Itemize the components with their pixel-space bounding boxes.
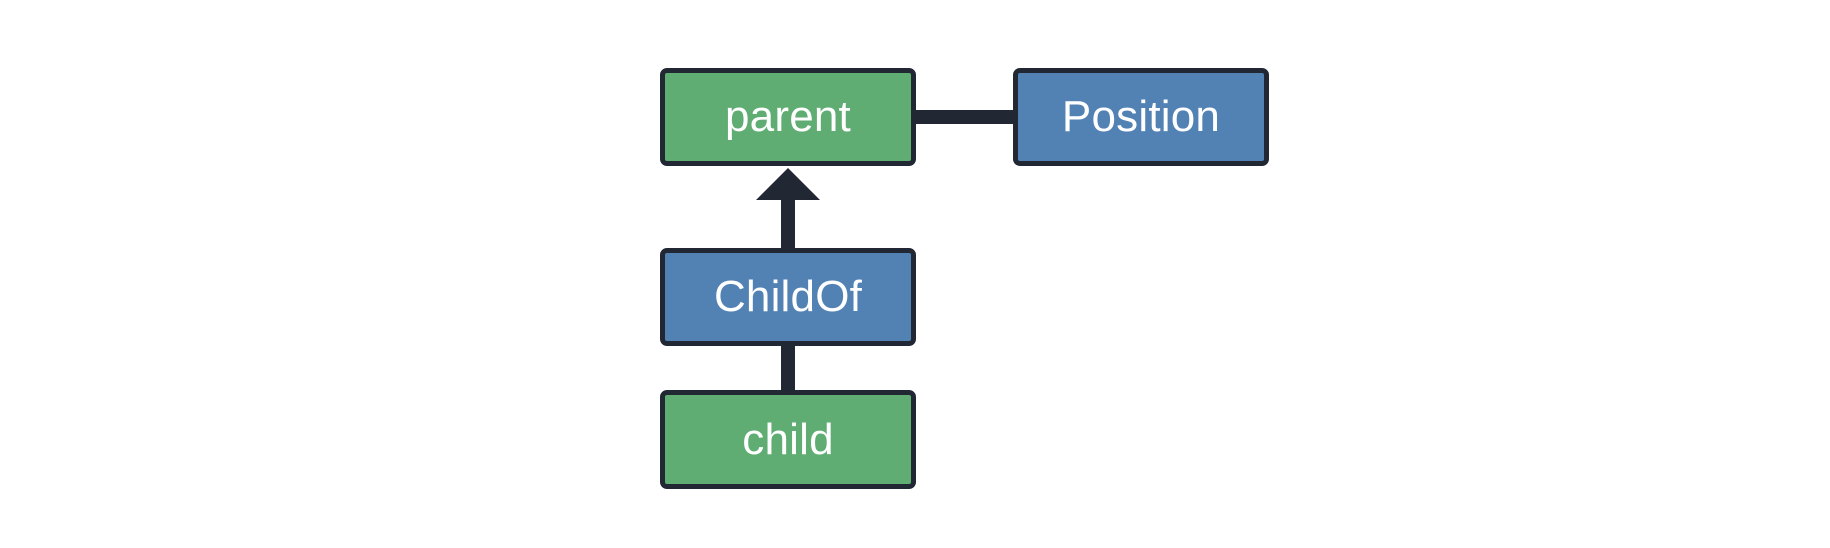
node-child[interactable]: child xyxy=(660,390,916,489)
node-parent-label: parent xyxy=(725,92,851,141)
edge-childof-to-parent-arrowhead xyxy=(756,168,820,200)
node-childof[interactable]: ChildOf xyxy=(660,248,916,346)
node-child-label: child xyxy=(742,414,834,464)
node-position-label: Position xyxy=(1061,92,1221,141)
node-position[interactable]: Position xyxy=(1013,68,1269,166)
node-childof-label: ChildOf xyxy=(713,272,863,321)
edge-childof-to-parent xyxy=(756,168,820,248)
node-parent[interactable]: parent xyxy=(660,68,916,166)
